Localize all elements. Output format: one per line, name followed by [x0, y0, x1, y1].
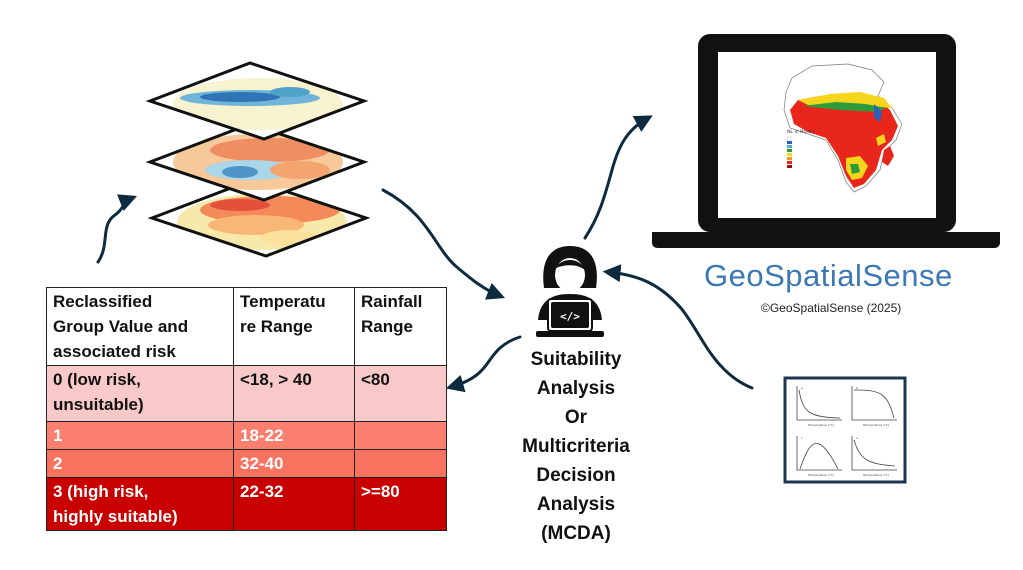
arrow-analysis-to-laptop	[583, 115, 653, 240]
table-row: 3 (high risk, highly suitable) 22-32 >=8…	[46, 477, 447, 531]
svg-text:a: a	[801, 386, 803, 390]
rainfall-cell: >=80	[354, 477, 447, 531]
header-line: Group Value and	[53, 317, 189, 336]
arrow-analysis-to-table	[445, 335, 522, 393]
svg-text:Temperature (°C): Temperature (°C)	[807, 423, 834, 427]
group-cell: 1	[46, 421, 234, 450]
stacked-map-layers-icon	[145, 61, 371, 258]
analysis-label-line: Or	[564, 407, 588, 428]
group-line: 1	[53, 426, 63, 445]
temperature-cell: 32-40	[233, 449, 355, 478]
group-line: 3 (high risk,	[53, 482, 149, 501]
header-line: Temperatu	[240, 292, 326, 311]
analysis-label-line: Analysis	[536, 494, 616, 515]
group-cell: 3 (high risk, highly suitable)	[46, 477, 234, 531]
analysis-label-line: (MCDA)	[541, 523, 611, 544]
brand-logo: GeoSpatialSense	[704, 258, 953, 293]
reclassification-table: Reclassified Group Value and associated …	[46, 287, 447, 531]
analysis-label-line: Analysis	[536, 378, 616, 399]
svg-text:b: b	[856, 386, 858, 390]
group-line: 2	[53, 454, 63, 473]
header-line: Rainfall	[361, 292, 423, 311]
svg-text:c: c	[801, 436, 803, 440]
svg-text:No. of Months: No. of Months	[787, 129, 815, 134]
svg-text:</>: </>	[560, 310, 580, 323]
temperature-response-curves-icon: a b c d Temperature (°C) Temperature (°C) T…	[783, 376, 907, 484]
temperature-cell: 18-22	[233, 421, 355, 450]
group-line: 0 (low risk,	[53, 370, 141, 389]
group-cell: 0 (low risk, unsuitable)	[46, 365, 234, 422]
map-layer-bottom	[147, 178, 371, 258]
copyright-text: ©GeoSpatialSense (2025)	[761, 301, 902, 315]
rainfall-cell: <80	[354, 365, 447, 422]
svg-text:d: d	[856, 436, 858, 440]
header-line: re Range	[240, 317, 313, 336]
analyst-laptop-icon: </>	[536, 246, 604, 337]
table-row: 1 18-22	[46, 421, 447, 450]
flow-arrows	[96, 115, 754, 393]
arrow-curves-to-analysis	[602, 264, 754, 390]
header-line: Reclassified	[53, 292, 153, 311]
group-cell: 2	[46, 449, 234, 478]
rainfall-cell	[354, 421, 447, 450]
table-row: 2 32-40	[46, 449, 447, 478]
svg-text:Temperature (°C): Temperature (°C)	[862, 473, 889, 477]
table-header-row: Reclassified Group Value and associated …	[46, 287, 447, 366]
svg-text:Temperature (°C): Temperature (°C)	[862, 423, 889, 427]
africa-risk-map: No. of Months	[783, 63, 903, 193]
header-line: Range	[361, 317, 413, 336]
analysis-label-line: Multicriteria	[522, 436, 630, 457]
laptop-map-output-icon: No. of Months	[652, 34, 1000, 248]
analysis-label-line: Decision	[536, 465, 616, 486]
header-group-value: Reclassified Group Value and associated …	[46, 287, 234, 366]
header-rainfall: Rainfall Range	[354, 287, 447, 366]
temperature-cell: 22-32	[233, 477, 355, 531]
arrow-layers-to-analysis	[381, 188, 506, 300]
group-line: highly suitable)	[53, 507, 178, 526]
analysis-label-line: Suitability	[530, 349, 622, 370]
map-layer-top	[145, 61, 369, 141]
analysis-label: Suitability Analysis Or Multicriteria De…	[488, 345, 664, 548]
rainfall-cell	[354, 449, 447, 478]
svg-text:Temperature (°C): Temperature (°C)	[807, 473, 834, 477]
header-temperature: Temperatu re Range	[233, 287, 355, 366]
table-row: 0 (low risk, unsuitable) <18, > 40 <80	[46, 365, 447, 422]
header-line: associated risk	[53, 342, 176, 361]
group-line: unsuitable)	[53, 395, 144, 414]
arrow-table-to-layers	[96, 194, 138, 264]
temperature-cell: <18, > 40	[233, 365, 355, 422]
map-layer-middle	[145, 122, 369, 202]
